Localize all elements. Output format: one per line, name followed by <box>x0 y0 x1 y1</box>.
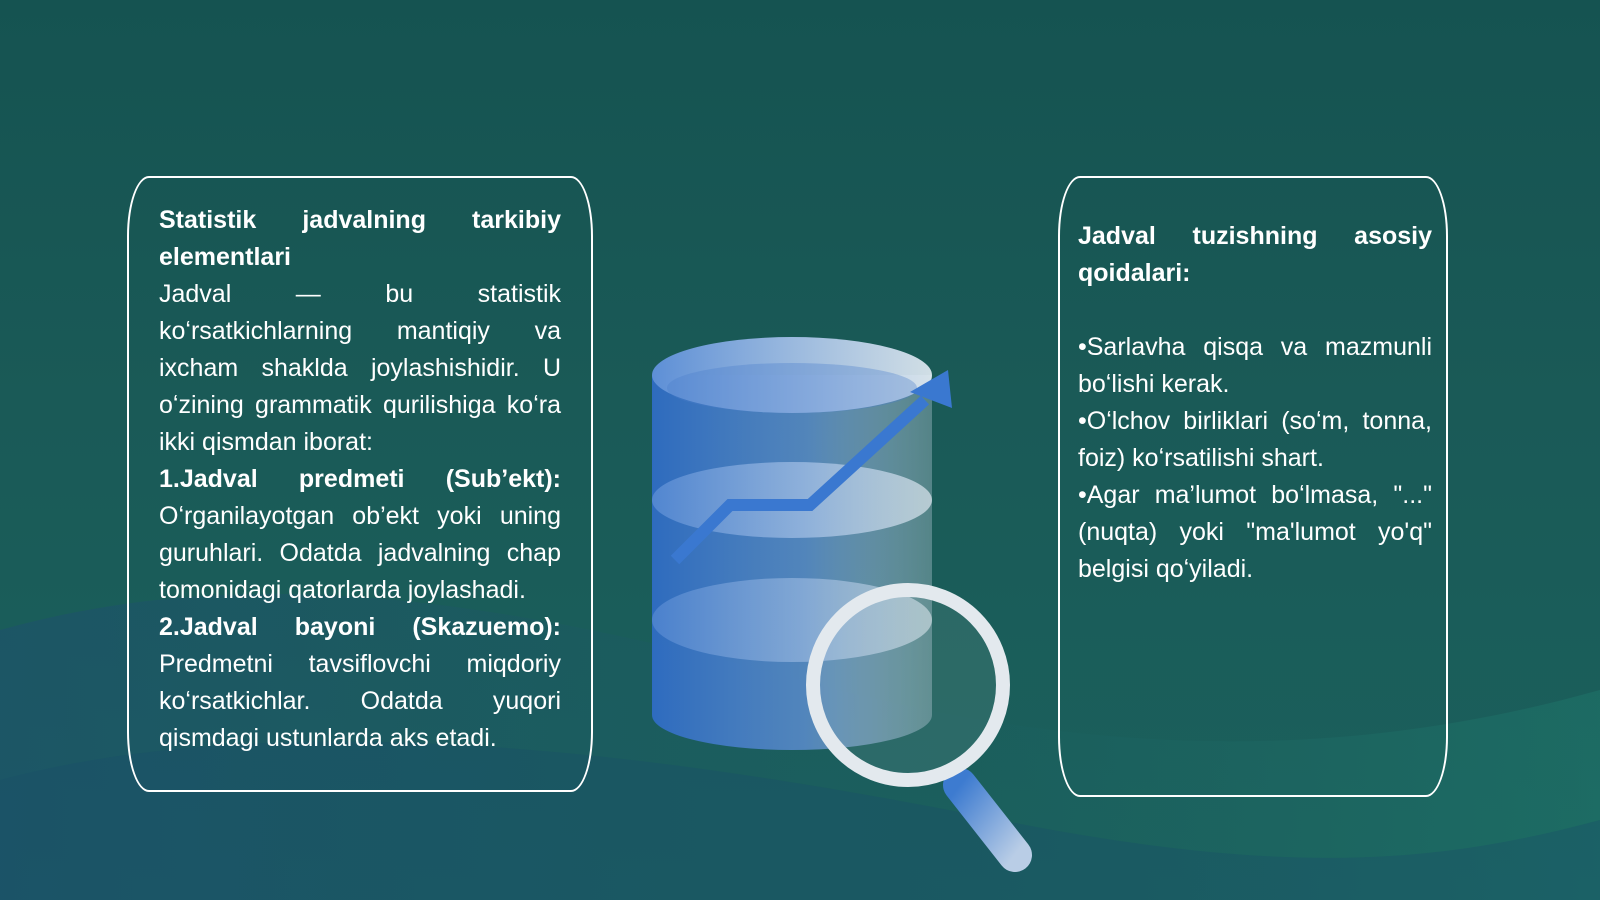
left-card-title: Statistik jadvalning tarkibiy elementlar… <box>159 206 561 271</box>
left-card-item-2: 2.Jadval bayoni (Skazuemo): Predmetni ta… <box>159 609 561 757</box>
left-info-card: Statistik jadvalning tarkibiy elementlar… <box>127 176 593 792</box>
right-info-card: Jadval tuzishning asosiy qoidalari: •Sar… <box>1058 176 1448 797</box>
rule-item: •Oʻlchov birliklari (soʻm, tonna, foiz) … <box>1078 407 1432 472</box>
right-card-title: Jadval tuzishning asosiy qoidalari: <box>1078 222 1432 287</box>
rule-item: •Sarlavha qisqa va mazmunli boʻlishi ker… <box>1078 333 1432 398</box>
item-1-text: Oʻrganilayotgan ob’ekt yoki uning guruhl… <box>159 502 561 604</box>
spacer <box>1078 292 1432 329</box>
left-card-intro: Jadval — bu statistik koʻrsatkichlarning… <box>159 280 561 456</box>
rule-item: •Agar ma’lumot boʻlmasa, "..." (nuqta) y… <box>1078 481 1432 583</box>
database-illustration <box>652 337 1032 872</box>
item-2-label: 2.Jadval bayoni (Skazuemo): <box>159 613 561 641</box>
item-1-label: 1.Jadval predmeti (Sub’ekt): <box>159 465 561 493</box>
left-card-item-1: 1.Jadval predmeti (Sub’ekt): Oʻrganilayo… <box>159 461 561 609</box>
item-2-text: Predmetni tavsiflovchi miqdoriy koʻrsatk… <box>159 650 561 752</box>
